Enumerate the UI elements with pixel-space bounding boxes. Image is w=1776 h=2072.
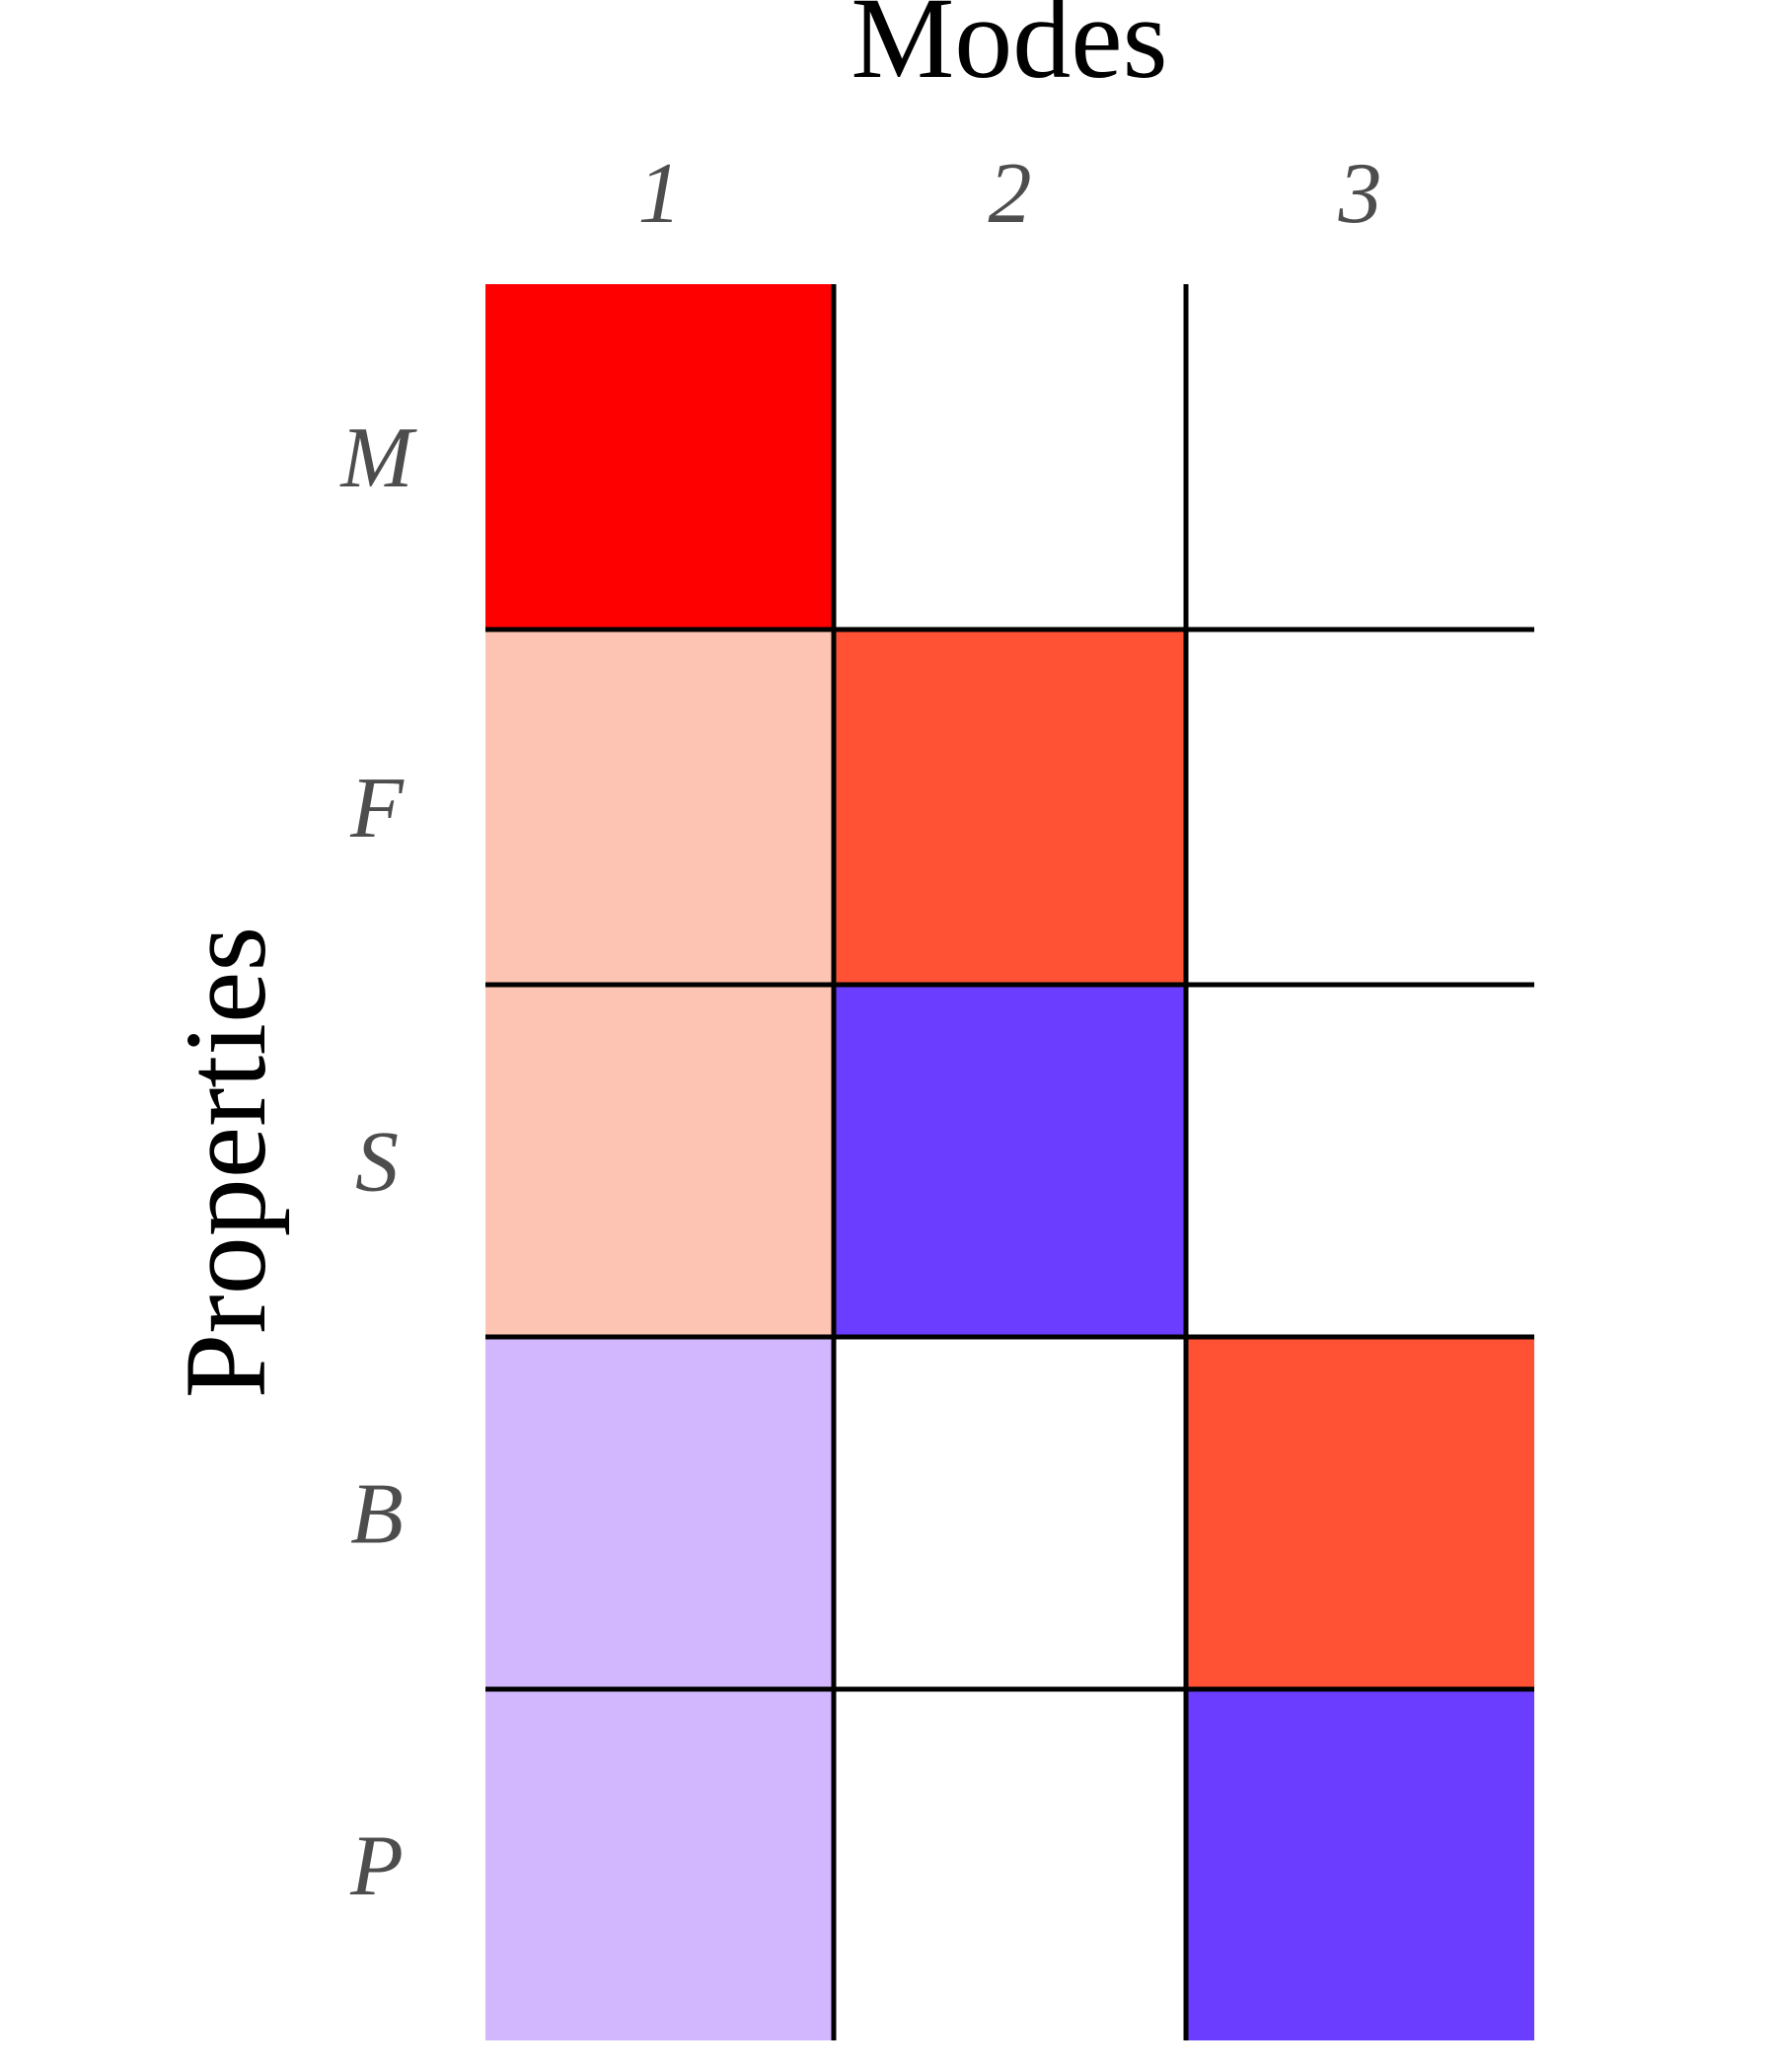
x-axis-title: Modes	[851, 0, 1167, 103]
heatmap-cell-f-2	[834, 629, 1186, 985]
y-tick-label-m: M	[338, 410, 417, 506]
heatmap-cell-f-1	[485, 629, 834, 985]
y-tick-label-b: B	[350, 1467, 404, 1563]
y-tick-label-f: F	[349, 761, 405, 856]
heatmap-cell-s-2	[834, 985, 1186, 1337]
heatmap-cells	[485, 284, 1534, 2040]
heatmap-cell-m-1	[485, 284, 834, 629]
heatmap-cell-p-1	[485, 1689, 834, 2040]
x-tick-labels: 1 2 3	[638, 146, 1382, 242]
x-tick-label-1: 1	[638, 146, 682, 242]
heatmap-cell-p-3	[1186, 1689, 1534, 2040]
grid-lines	[485, 284, 1534, 2040]
y-axis-title: Properties	[161, 926, 290, 1398]
y-tick-label-p: P	[349, 1818, 404, 1914]
heatmap-cell-b-1	[485, 1337, 834, 1689]
y-tick-labels: M F S B P	[338, 410, 417, 1914]
x-tick-label-3: 3	[1338, 146, 1382, 242]
heatmap-cell-b-3	[1186, 1337, 1534, 1689]
heatmap-cell-s-1	[485, 985, 834, 1337]
y-tick-label-s: S	[355, 1115, 399, 1211]
x-tick-label-2: 2	[989, 146, 1032, 242]
